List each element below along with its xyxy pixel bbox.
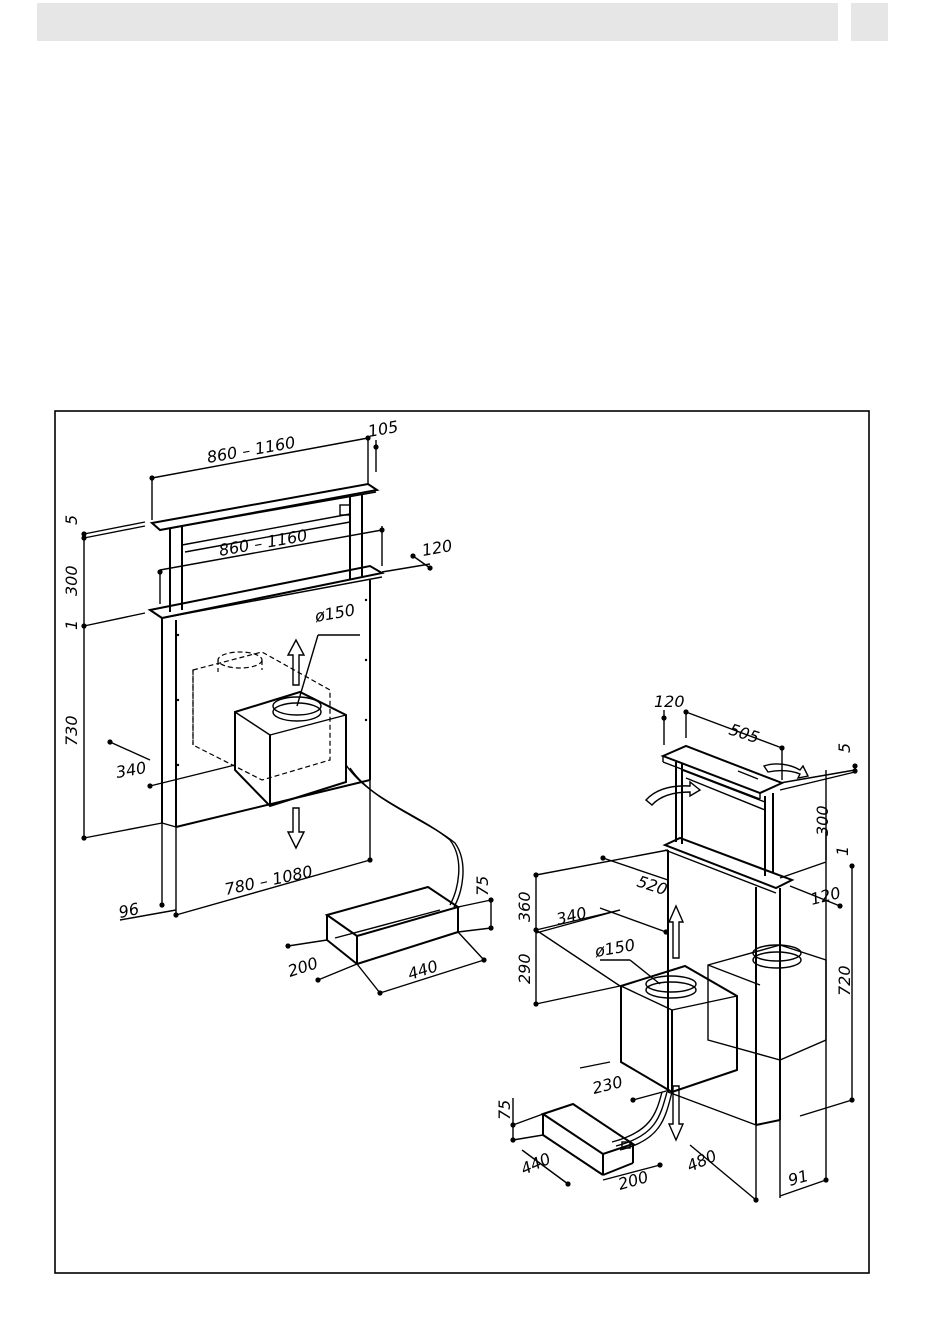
left-dim-duct: ø150 <box>312 600 356 626</box>
right-dim-depth: 520 <box>635 872 670 900</box>
left-dim-width-base: 780 – 1080 <box>223 862 314 899</box>
right-dim-h-gap: 1 <box>833 846 852 856</box>
left-dim-width-top: 860 – 1160 <box>205 433 296 467</box>
left-dim-width-inner: 860 – 1160 <box>217 526 308 560</box>
left-dim-remote-w: 440 <box>405 956 440 984</box>
right-dim-top-d: 120 <box>654 692 685 711</box>
right-dim-remote-h: 75 <box>495 1100 514 1120</box>
right-view: 120 505 5 300 1 520 120 360 340 ø150 290… <box>495 692 858 1203</box>
right-dim-top-w: 505 <box>727 720 762 748</box>
right-dim-d-480: 480 <box>684 1146 720 1176</box>
right-dim-remote-w: 440 <box>518 1149 554 1179</box>
right-dim-h-rise: 300 <box>813 805 832 836</box>
right-remote-motor <box>543 1104 633 1154</box>
right-dim-h-290: 290 <box>515 953 534 984</box>
left-dim-h-rise: 300 <box>62 565 81 596</box>
left-dim-h-gap: 1 <box>62 620 81 630</box>
right-motor-box <box>621 966 737 1092</box>
right-dim-duct: ø150 <box>592 935 636 961</box>
left-remote-motor <box>327 887 458 936</box>
left-dim-remote-d: 200 <box>285 953 320 981</box>
right-dim-d-230: 230 <box>590 1072 624 1098</box>
left-dim-depth-top: 105 <box>366 417 399 441</box>
right-dim-h-360: 360 <box>515 891 534 922</box>
diagram-frame <box>55 411 869 1273</box>
right-dim-h-top: 5 <box>835 743 854 753</box>
left-dim-base-offset: 96 <box>117 899 141 922</box>
left-dim-h-top: 5 <box>62 515 81 525</box>
right-dim-h-720: 720 <box>835 965 854 996</box>
left-dim-motor-depth: 340 <box>114 758 147 782</box>
left-dim-remote-h: 75 <box>473 876 492 896</box>
right-dim-d-340: 340 <box>554 903 588 929</box>
left-dim-depth-inner: 120 <box>420 536 453 560</box>
right-dim-remote-d: 200 <box>616 1167 651 1194</box>
left-view: 860 – 1160 105 860 – 1160 120 5 300 1 73… <box>62 417 494 996</box>
left-dim-h-body: 730 <box>62 715 81 746</box>
